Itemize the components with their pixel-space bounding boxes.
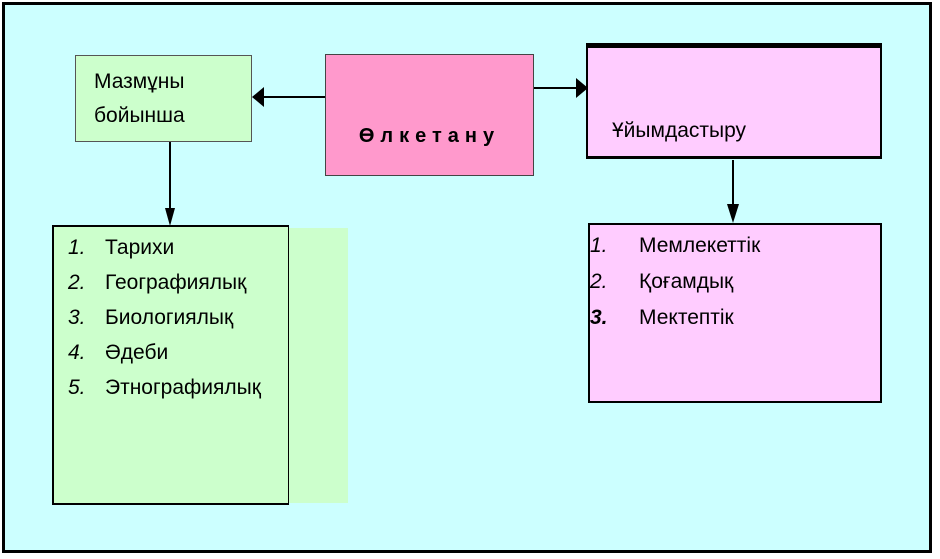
- organization-types-list-box: 1. Мемлекеттік 2. Қоғамдық 3. Мектептік: [588, 223, 882, 403]
- list-item: 3. Мектептік: [590, 303, 880, 339]
- content-types-list-box: 1. Тарихи 2. Географиялық 3. Биологиялық 4.…: [52, 225, 289, 505]
- list-item-text: Әдеби: [105, 341, 169, 364]
- central-topic-box: Өлкетану: [325, 54, 534, 176]
- list-item-text: Мектептік: [639, 306, 734, 329]
- left-list-shadow: [288, 228, 348, 503]
- list-item-text: Географиялық: [105, 271, 247, 294]
- list-item: 3. Биологиялық: [54, 303, 288, 338]
- content-category-line2: бойынша: [94, 104, 185, 127]
- central-topic-title: Өлкетану: [358, 125, 501, 147]
- list-item: 2. Географиялық: [54, 268, 288, 303]
- list-item-number: 2.: [590, 270, 608, 293]
- list-item-text: Биологиялық: [105, 306, 234, 329]
- list-item-text: Тарихи: [105, 236, 175, 259]
- arrowhead-down-icon: [727, 204, 739, 223]
- list-item: 4. Әдеби: [54, 338, 288, 373]
- organization-category-label: Ұйымдастыру: [612, 119, 747, 142]
- list-item-number: 3.: [68, 306, 86, 329]
- list-item: 1. Мемлекеттік: [590, 231, 880, 267]
- list-item-number: 2.: [68, 271, 86, 294]
- list-item-number: 5.: [68, 376, 86, 399]
- list-item-text: Мемлекеттік: [639, 234, 761, 257]
- arrowhead-left-icon: [252, 87, 264, 107]
- list-item-number: 1.: [590, 234, 608, 257]
- list-item-number: 4.: [68, 341, 86, 364]
- arrowhead-down-icon: [165, 208, 175, 226]
- list-item-text: Этнографиялық: [105, 376, 261, 399]
- list-item-number: 1.: [68, 236, 86, 259]
- list-item-text: Қоғамдық: [639, 270, 734, 293]
- list-item: 5. Этнографиялық: [54, 373, 288, 408]
- list-item: 1. Тарихи: [54, 233, 288, 268]
- content-category-box: Мазмұны бойынша: [75, 55, 252, 142]
- organization-category-box: Ұйымдастыру: [586, 43, 882, 159]
- arrowhead-right-icon: [576, 78, 588, 98]
- list-item-number: 3.: [590, 306, 608, 329]
- content-category-line1: Мазмұны: [94, 70, 185, 93]
- list-item: 2. Қоғамдық: [590, 267, 880, 303]
